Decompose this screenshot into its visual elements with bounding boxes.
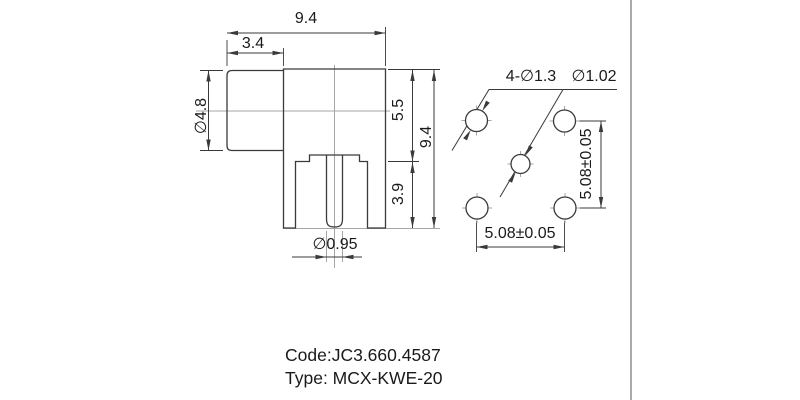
mounting-hole-bottom-left	[465, 196, 489, 220]
dim-label-corner-holes: 4-∅1.3	[505, 68, 557, 85]
barrel-outline	[226, 69, 284, 152]
dimension-lines	[208, 32, 602, 258]
dim-label-body-height: 5.5	[390, 98, 407, 122]
part-type-text: Type: MCX-KWE-20	[285, 368, 443, 388]
dim-label-pin-diameter: ∅0.95	[312, 236, 358, 253]
dim-label-barrel-diameter: ∅4.8	[193, 97, 210, 135]
centerlines	[196, 65, 440, 268]
dim-label-overall-width: 9.4	[294, 10, 318, 27]
mounting-hole-bottom-right	[553, 196, 577, 220]
part-code-text: Code:JC3.660.4587	[285, 345, 441, 365]
dim-label-center-hole: ∅1.02	[571, 68, 617, 85]
connector-side-view	[226, 68, 387, 229]
dim-label-pitch-horizontal: 5.08±0.05	[484, 225, 556, 242]
dimension-arrowheads	[206, 30, 604, 260]
center-pin-outline	[325, 155, 344, 228]
dim-label-barrel-length: 3.4	[241, 35, 265, 52]
center-pin-hole	[510, 153, 531, 175]
mounting-hole-top-right	[552, 109, 577, 133]
pcb-footprint	[461, 105, 580, 223]
mounting-hole-top-left	[464, 108, 489, 133]
dim-label-pitch-vertical: 5.08±0.05	[578, 128, 595, 200]
dim-label-leg-length: 3.9	[390, 182, 407, 206]
body-and-legs-outline	[282, 68, 387, 229]
dim-label-overall-height: 9.4	[418, 125, 435, 149]
